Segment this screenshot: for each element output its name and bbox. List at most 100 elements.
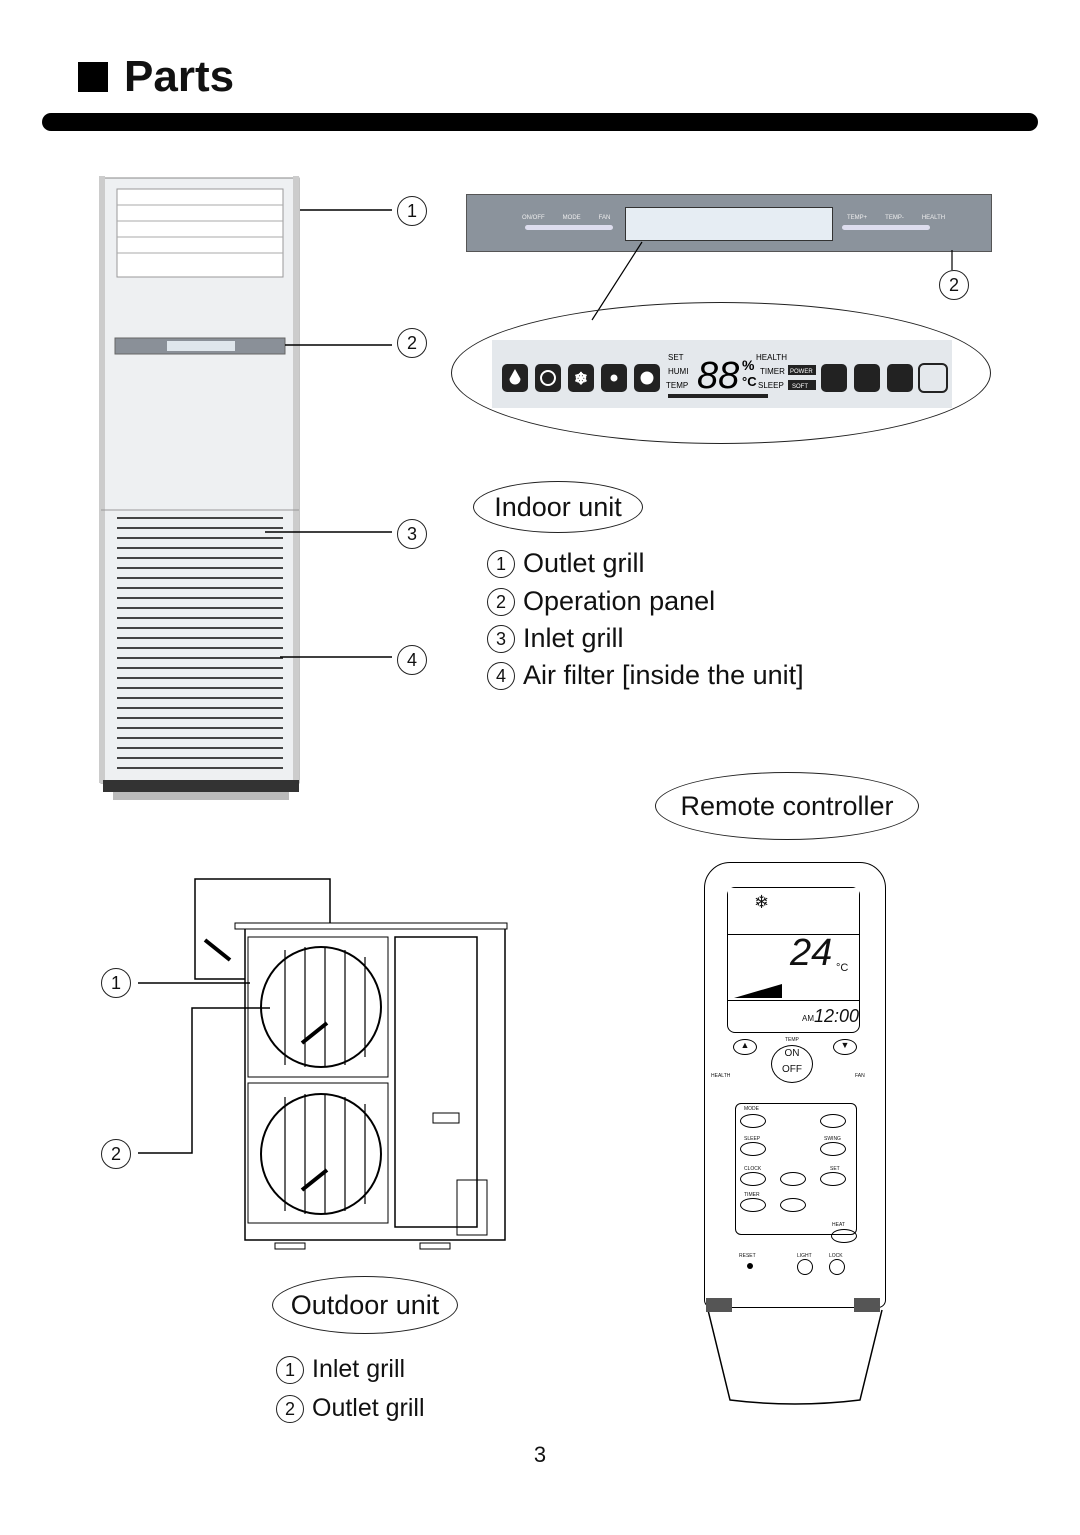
indoor-item-1-label: Outlet grill bbox=[523, 548, 645, 578]
heat-label: HEAT bbox=[832, 1222, 845, 1228]
outdoor-item-2: 2 Outlet grill bbox=[276, 1394, 425, 1423]
panel-callout-lines bbox=[591, 241, 953, 321]
indoor-item-4-num: 4 bbox=[487, 661, 515, 690]
on-label: ON bbox=[784, 1048, 800, 1059]
page-title-text: Parts bbox=[124, 52, 235, 101]
light-button[interactable] bbox=[797, 1259, 813, 1275]
display-percent: % bbox=[742, 357, 755, 373]
display-humi-text: HUMI bbox=[668, 367, 688, 376]
display-icons: ❄ SET HUMI TEMP 88 % °C HEALTH TIMER SLE… bbox=[502, 353, 948, 398]
indoor-item-3: 3 Inlet grill bbox=[487, 623, 624, 654]
page-number: 3 bbox=[533, 1442, 547, 1467]
indoor-item-2-label: Operation panel bbox=[523, 586, 716, 616]
remote-holder bbox=[706, 1298, 883, 1405]
light-label: LIGHT bbox=[797, 1253, 812, 1259]
sleep-button[interactable] bbox=[740, 1142, 766, 1156]
remote-health-label: HEALTH bbox=[711, 1073, 731, 1079]
set-label: SET bbox=[830, 1166, 840, 1172]
time-down-button[interactable] bbox=[780, 1198, 806, 1212]
display-sleep-text: SLEEP bbox=[758, 381, 784, 390]
sleep-label: SLEEP bbox=[744, 1136, 761, 1142]
outdoor-item-2-label: Outlet grill bbox=[312, 1394, 425, 1422]
lock-label: LOCK bbox=[829, 1253, 843, 1259]
display-digits: 88 bbox=[697, 355, 739, 397]
display-power-text: POWER bbox=[790, 369, 813, 375]
lock-button[interactable] bbox=[829, 1259, 845, 1275]
callout-indoor-4: 4 bbox=[397, 645, 427, 675]
indoor-item-2: 2 Operation panel bbox=[487, 586, 715, 617]
outdoor-item-2-num: 2 bbox=[276, 1394, 304, 1423]
indoor-unit-heading: Indoor unit bbox=[473, 481, 643, 533]
display-health-text: HEALTH bbox=[756, 353, 787, 362]
outdoor-callout-lines bbox=[138, 982, 270, 1154]
title-square-icon bbox=[78, 62, 108, 92]
indoor-item-4-label: Air filter [inside the unit] bbox=[523, 660, 804, 690]
display-zoom-ellipse bbox=[451, 302, 991, 444]
timer-label: TIMER bbox=[744, 1192, 760, 1198]
clock-label: CLOCK bbox=[744, 1166, 762, 1172]
indoor-callout-lines bbox=[265, 209, 392, 658]
off-label: OFF bbox=[782, 1064, 802, 1075]
panel-onoff-label: ON/OFF bbox=[522, 215, 545, 221]
swing-button[interactable] bbox=[820, 1142, 846, 1156]
panel-right-buttons[interactable] bbox=[842, 225, 930, 230]
outdoor-unit-heading: Outdoor unit bbox=[272, 1276, 458, 1334]
remote-button-panel: MODE SLEEP SWING CLOCK SET TIMER HEAT bbox=[735, 1103, 857, 1235]
callout-outdoor-2: 2 bbox=[101, 1139, 131, 1169]
page-title: Parts bbox=[78, 52, 234, 102]
remote-temp-unit: °C bbox=[836, 962, 849, 974]
clock-button[interactable] bbox=[740, 1172, 766, 1186]
swing-label: SWING bbox=[824, 1136, 841, 1142]
remote-clock: 12:00 bbox=[814, 1006, 860, 1026]
operation-panel: ON/OFF MODE FAN TEMP+ TEMP- HEALTH bbox=[466, 194, 992, 252]
indoor-item-3-label: Inlet grill bbox=[523, 623, 624, 653]
panel-left-buttons[interactable] bbox=[525, 225, 613, 230]
panel-mini-display bbox=[625, 207, 833, 241]
remote-am: AM bbox=[802, 1014, 814, 1023]
swing-vertical-button[interactable] bbox=[820, 1114, 846, 1128]
svg-text:❄: ❄ bbox=[574, 371, 587, 388]
panel-mode-label: MODE bbox=[562, 215, 581, 221]
callout-indoor-1: 1 bbox=[397, 196, 427, 226]
outdoor-item-1: 1 Inlet grill bbox=[276, 1355, 405, 1384]
heat-button[interactable] bbox=[831, 1229, 857, 1243]
indoor-item-2-num: 2 bbox=[487, 587, 515, 616]
mode-label: MODE bbox=[744, 1106, 759, 1112]
snowflake-icon: ❄ bbox=[754, 892, 770, 912]
panel-fan-label: FAN bbox=[598, 215, 611, 221]
indoor-item-3-num: 3 bbox=[487, 624, 515, 653]
panel-tempup-label: TEMP+ bbox=[847, 215, 868, 221]
title-rule bbox=[42, 113, 1038, 131]
panel-health-label: HEALTH bbox=[921, 215, 946, 221]
display-set-text: SET bbox=[668, 353, 684, 362]
zoomed-display: ❄ SET HUMI TEMP 88 % °C HEALTH TIMER SLE… bbox=[492, 340, 952, 408]
indoor-item-1: 1 Outlet grill bbox=[487, 548, 645, 579]
outdoor-item-1-label: Inlet grill bbox=[312, 1355, 406, 1383]
panel-tempdown-label: TEMP- bbox=[885, 215, 904, 221]
remote-temp-label: TEMP bbox=[785, 1037, 799, 1043]
callout-indoor-3: 3 bbox=[397, 519, 427, 549]
display-soft-text: SOFT bbox=[792, 384, 808, 390]
timer-button[interactable] bbox=[740, 1198, 766, 1212]
mode-button[interactable] bbox=[740, 1114, 766, 1128]
remote-controller-body: ❄ 24 °C AM 12:00 ▲ ▼ TEMP ON OFF HEALTH F… bbox=[704, 862, 886, 1308]
indoor-item-4: 4 Air filter [inside the unit] bbox=[487, 660, 804, 691]
remote-display: ❄ 24 °C AM 12:00 bbox=[727, 887, 860, 1033]
indoor-unit-illustration bbox=[99, 176, 300, 800]
temp-up-button[interactable]: ▲ bbox=[733, 1039, 757, 1055]
temp-down-button[interactable]: ▼ bbox=[833, 1039, 857, 1055]
outdoor-unit-illustration bbox=[194, 878, 508, 1250]
callout-outdoor-1: 1 bbox=[101, 968, 131, 998]
remote-fan-label: FAN bbox=[855, 1073, 865, 1079]
set-button[interactable] bbox=[820, 1172, 846, 1186]
display-celsius: °C bbox=[742, 374, 757, 389]
time-up-button[interactable] bbox=[780, 1172, 806, 1186]
callout-indoor-2: 2 bbox=[397, 328, 427, 358]
outdoor-item-1-num: 1 bbox=[276, 1355, 304, 1384]
on-off-button[interactable]: ON OFF bbox=[771, 1045, 813, 1083]
fan-speed-bars-icon bbox=[734, 984, 782, 998]
reset-button[interactable] bbox=[747, 1263, 753, 1269]
reset-label: RESET bbox=[739, 1253, 756, 1259]
display-temp-text: TEMP bbox=[666, 381, 688, 390]
indoor-item-1-num: 1 bbox=[487, 549, 515, 578]
